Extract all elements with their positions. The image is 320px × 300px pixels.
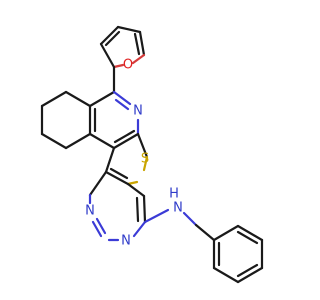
bond (142, 155, 149, 172)
bond-double-inner (104, 30, 121, 47)
benzene-ring (212, 224, 264, 284)
bond-double-inner (114, 98, 130, 111)
bond (88, 170, 108, 197)
thiophene-ring: S (104, 132, 149, 186)
nitrogen-atom-label: N (121, 234, 131, 249)
bond (194, 223, 216, 242)
bond (236, 224, 264, 242)
bond (99, 25, 120, 46)
bond-double-inner (133, 32, 141, 56)
furan-ring: O (99, 25, 146, 73)
bond (104, 146, 116, 174)
pyridine-ring: N (88, 90, 143, 150)
bond (132, 220, 147, 238)
bond-double-inner (113, 129, 136, 144)
bond (182, 211, 198, 227)
bond (131, 53, 146, 65)
bond (212, 224, 240, 242)
amine-hydrogen-label: H (169, 187, 179, 202)
bond-double-inner (135, 196, 140, 223)
bond-double-inner (109, 167, 129, 180)
bond (136, 132, 149, 159)
bond (91, 220, 103, 238)
bond (126, 182, 146, 198)
bond (64, 132, 92, 150)
bond (143, 208, 170, 224)
bond (88, 132, 116, 150)
bond-double-inner (236, 230, 259, 245)
sulfur-atom-label: S (141, 152, 149, 167)
bond (88, 90, 116, 108)
molecule-svg: O N (40, 25, 264, 284)
cyclohexane-ring (40, 90, 92, 150)
benzylamine-group: N H (143, 187, 216, 242)
bond-double-inner (236, 263, 259, 278)
oxygen-atom-label: O (123, 58, 133, 73)
structure-diagram: O N (40, 25, 264, 284)
bond (40, 90, 68, 108)
bond (99, 42, 116, 69)
bond-double-inner (95, 217, 107, 235)
bond (212, 266, 240, 284)
bond (142, 194, 147, 224)
nitrogen-atom-label: N (133, 104, 143, 119)
bond (64, 90, 92, 108)
bond (112, 90, 132, 106)
bond (126, 180, 139, 186)
pyrimidine-ring: N N (85, 170, 147, 249)
bond (116, 25, 142, 34)
amine-nitrogen-label: N (173, 201, 183, 216)
bond (236, 266, 264, 284)
bond (104, 170, 130, 186)
bond (40, 132, 68, 150)
bond (112, 63, 125, 69)
bond (138, 30, 146, 57)
nitrogen-atom-label: N (85, 204, 95, 219)
bond (112, 132, 140, 150)
